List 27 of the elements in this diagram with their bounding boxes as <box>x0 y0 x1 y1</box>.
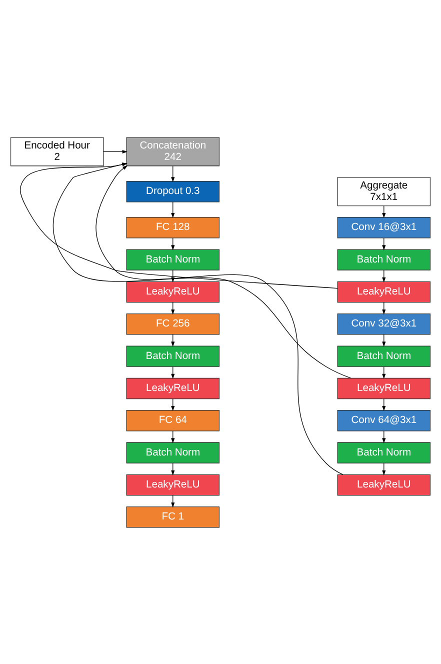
node-box: LeakyReLU <box>126 377 220 399</box>
node-box: Batch Norm <box>126 248 220 270</box>
node-box: Concatenation 242 <box>126 136 220 166</box>
node-box: Batch Norm <box>337 442 431 463</box>
node-box: LeakyReLU <box>126 474 220 496</box>
node-box: Dropout 0.3 <box>126 180 220 202</box>
node-box: LeakyReLU <box>337 377 431 399</box>
node-box: LeakyReLU <box>126 280 220 302</box>
node-box: Batch Norm <box>337 345 431 366</box>
node-box: Batch Norm <box>337 248 431 270</box>
arrow <box>171 165 175 182</box>
node-box: Conv 32@3x1 <box>337 313 431 334</box>
arrow <box>171 201 175 218</box>
node-box: Conv 16@3x1 <box>337 216 431 238</box>
node-box: Batch Norm <box>126 345 220 366</box>
node-box: FC 1 <box>126 506 220 528</box>
node-box: Encoded Hour 2 <box>10 136 104 166</box>
node-box: Batch Norm <box>126 442 220 463</box>
node-box: FC 128 <box>126 216 220 238</box>
node-box: FC 256 <box>126 313 220 334</box>
node-box: Aggregate 7x1x1 <box>337 176 431 206</box>
node-box: FC 64 <box>126 410 220 431</box>
node-box: LeakyReLU <box>337 474 431 496</box>
arrow <box>103 149 128 154</box>
arrow <box>96 164 344 474</box>
node-box: LeakyReLU <box>337 280 431 302</box>
node-box: Conv 64@3x1 <box>337 410 431 431</box>
